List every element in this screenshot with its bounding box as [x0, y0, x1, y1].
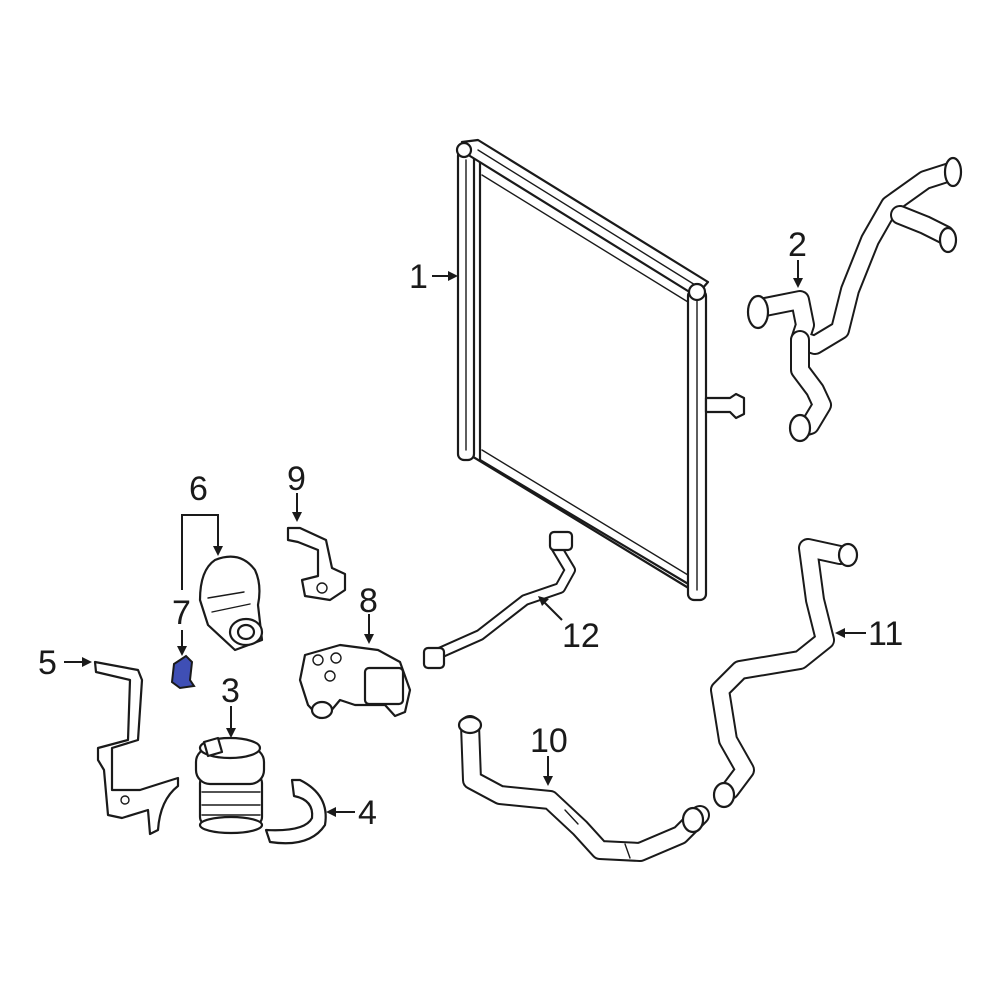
water-pump-part-3[interactable]	[194, 736, 266, 835]
small-hose-part-12[interactable]	[422, 530, 576, 670]
callout-12: 12	[562, 617, 600, 655]
leader-lines	[64, 260, 866, 817]
upper-hose-part-2[interactable]	[746, 156, 963, 443]
valve-part-8[interactable]	[298, 643, 412, 720]
clip-part-7[interactable]	[170, 654, 196, 690]
callout-8: 8	[359, 582, 378, 620]
bracket-part-5[interactable]	[93, 660, 180, 836]
callout-5: 5	[38, 644, 57, 682]
radiator-part-1[interactable]	[455, 138, 746, 602]
hose-elbow-part-6[interactable]	[198, 555, 264, 652]
callout-6: 6	[189, 470, 208, 508]
bracket-part-9[interactable]	[286, 526, 347, 602]
callout-1: 1	[409, 258, 428, 296]
callout-2: 2	[788, 226, 807, 264]
long-hose-part-11[interactable]	[710, 538, 859, 809]
lower-hose-part-10[interactable]	[457, 715, 710, 862]
strap-part-4[interactable]	[264, 778, 327, 845]
callout-9: 9	[287, 460, 306, 498]
callout-11: 11	[868, 615, 903, 653]
callout-7: 7	[172, 594, 191, 632]
callout-3: 3	[221, 672, 240, 710]
callout-labels: 1 2 3 4 5 6 7 8 9 10 11 12	[38, 226, 903, 832]
callout-10: 10	[530, 722, 568, 760]
callout-4: 4	[358, 794, 377, 832]
